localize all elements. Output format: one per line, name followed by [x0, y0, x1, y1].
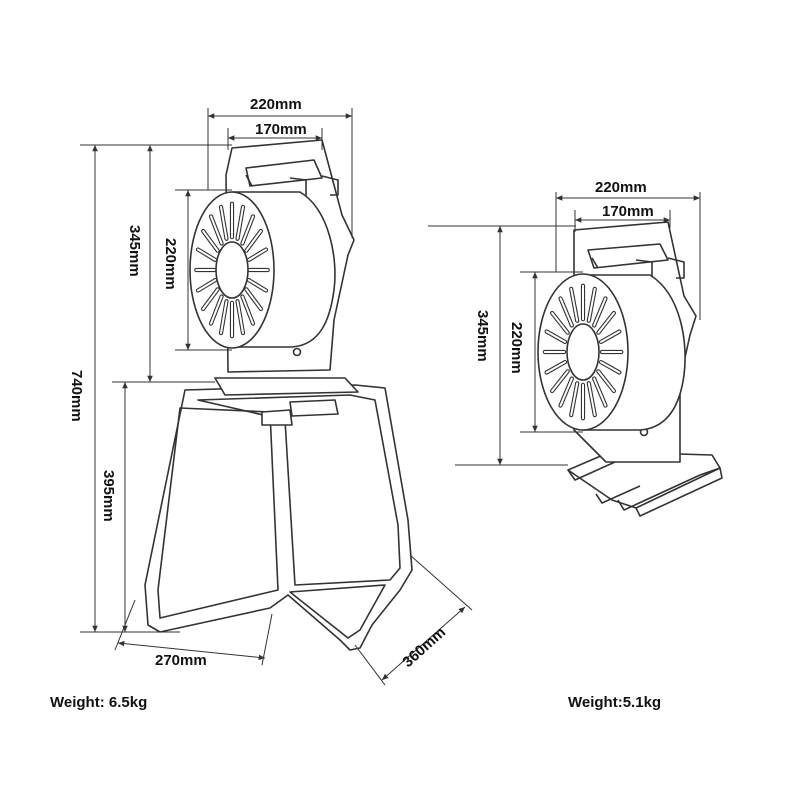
- left-dim-drum-dia: 220mm: [162, 238, 179, 290]
- drum-slot-inner: [236, 205, 244, 240]
- left-drum-slots: [194, 201, 270, 339]
- drum-slot-inner: [593, 377, 607, 407]
- right-dim-drum-dia: 220mm: [508, 322, 525, 374]
- right-dimensions: 220mm 170mm 345mm 220mm: [428, 179, 701, 466]
- drum-slot-inner: [587, 287, 596, 322]
- drum-slot-inner: [559, 297, 573, 327]
- left-weight-label: Weight: 6.5kg: [50, 694, 147, 711]
- drum-slot-inner: [220, 300, 228, 335]
- drum-slot-inner: [551, 312, 569, 334]
- right-dim-height: 345mm: [474, 310, 491, 362]
- drum-slot-inner: [545, 361, 566, 374]
- drum-slot-inner: [593, 297, 607, 327]
- drum-slot-inner: [600, 330, 621, 343]
- left-dim-base-width: 270mm: [155, 652, 207, 669]
- drum-slot-inner: [220, 205, 228, 240]
- left-stand-frame: [144, 377, 413, 651]
- left-dim-height-lower: 395mm: [100, 470, 117, 522]
- drum-slot-inner: [597, 370, 615, 392]
- left-drum: [189, 191, 336, 349]
- right-drum: [537, 273, 686, 431]
- left-dim-height-upper: 345mm: [126, 225, 143, 277]
- left-hose-reel: 220mm 170mm 740mm 345mm 220mm 395mm: [50, 96, 473, 711]
- left-dim-base-depth: 360mm: [399, 624, 449, 671]
- left-dim-width-inner: 170mm: [255, 121, 307, 138]
- right-hose-reel: 220mm 170mm 345mm 220mm Weight:5.1kg: [428, 179, 723, 711]
- drum-slot-inner: [559, 377, 573, 407]
- drum-slot-inner: [245, 230, 262, 252]
- right-drum-slots: [542, 283, 624, 421]
- right-weight-label: Weight:5.1kg: [568, 694, 661, 711]
- drum-slot-inner: [597, 312, 615, 334]
- drum-slot-inner: [241, 295, 254, 325]
- right-dim-width-outer: 220mm: [595, 179, 647, 196]
- drum-slot-inner: [587, 382, 596, 417]
- drum-slot-inner: [197, 248, 217, 261]
- left-dim-height-total: 740mm: [68, 370, 85, 422]
- drum-slot-inner: [245, 288, 262, 310]
- drum-slot-inner: [202, 288, 219, 310]
- right-dim-width-inner: 170mm: [602, 203, 654, 220]
- left-dim-width-outer: 220mm: [250, 96, 302, 113]
- drum-slot-inner: [236, 300, 244, 335]
- drum-slot-inner: [551, 370, 569, 392]
- drum-slot-inner: [600, 361, 621, 374]
- drum-slot-inner: [197, 279, 217, 292]
- drum-slot-inner: [545, 330, 566, 343]
- drum-slot-inner: [247, 248, 267, 261]
- drum-slot-inner: [241, 215, 254, 245]
- drum-slot-inner: [210, 215, 223, 245]
- drum-slot-inner: [570, 382, 579, 417]
- drum-slot-inner: [210, 295, 223, 325]
- right-base-bracket: [567, 451, 723, 517]
- drum-slot-inner: [570, 287, 579, 322]
- drum-slot-inner: [247, 279, 267, 292]
- drum-slot-inner: [202, 230, 219, 252]
